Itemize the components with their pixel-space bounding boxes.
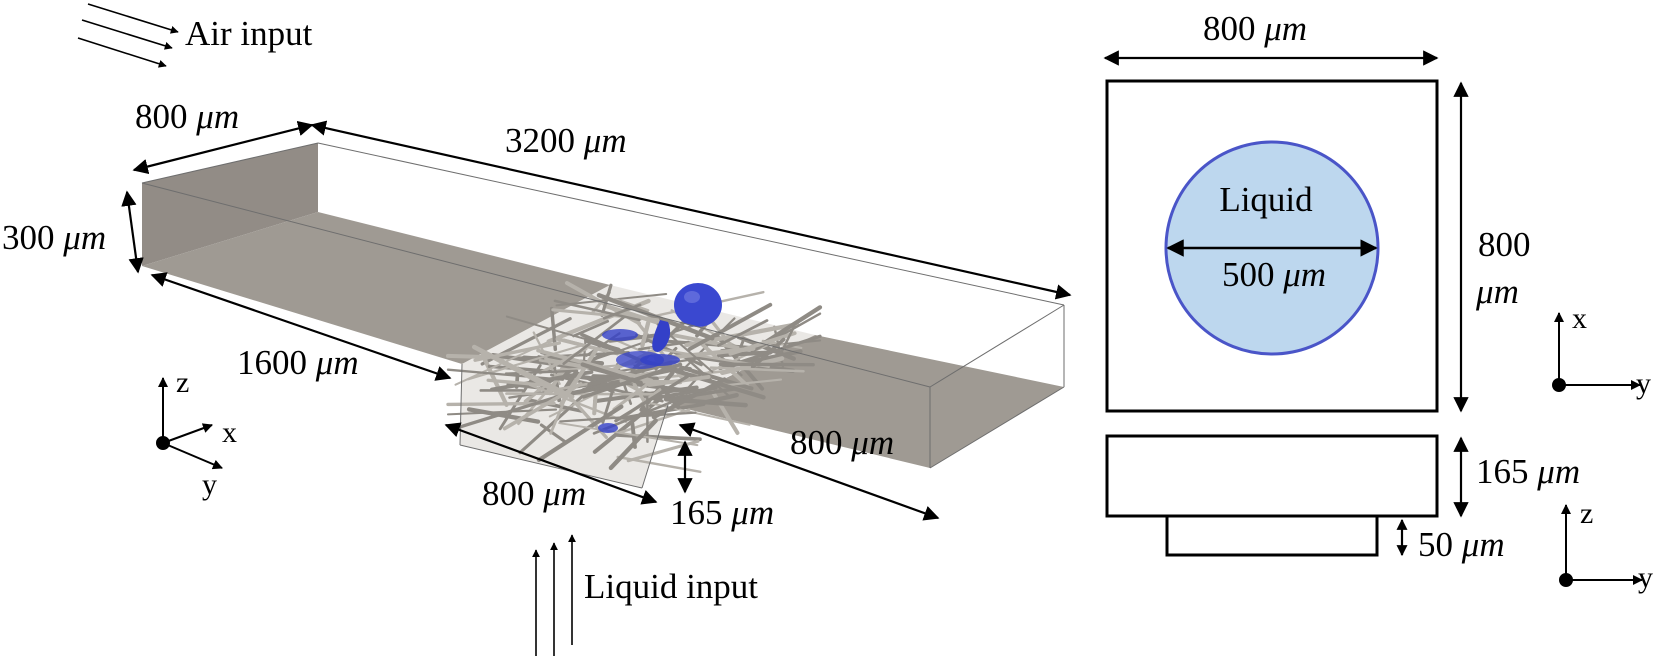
dim-diameter-label: 500 μm — [1222, 255, 1326, 294]
fiber — [750, 337, 786, 369]
fiber — [603, 303, 670, 328]
axis-triad-side — [1559, 504, 1643, 587]
dim-side-height-unit: μm — [1475, 272, 1519, 311]
fiber — [486, 378, 550, 388]
fiber — [551, 308, 660, 322]
fiber — [466, 407, 541, 424]
fiber — [446, 368, 565, 381]
fiber — [596, 293, 715, 341]
fiber — [559, 411, 697, 423]
dim-sample-height-label: 165 μm — [670, 493, 774, 532]
air-input-arrows — [77, 3, 179, 68]
axis-side-z-label: z — [1580, 497, 1593, 530]
dim-length-total-label: 3200 μm — [505, 121, 627, 160]
fiber — [748, 312, 822, 355]
top-view: Liquid 500 μm 800 μm 800 μm x y — [1103, 9, 1651, 413]
liquid-patch — [602, 329, 638, 341]
fiber — [562, 316, 625, 365]
liquid-input-arrows — [532, 534, 576, 656]
fiber — [471, 344, 569, 399]
fiber — [505, 392, 656, 396]
fiber — [640, 320, 651, 348]
fiber — [671, 386, 737, 401]
axis-x-label: x — [222, 416, 237, 449]
axis-triad-3d — [156, 377, 223, 470]
axis-top-x-label: x — [1572, 302, 1587, 335]
fiber — [572, 319, 610, 338]
dim-side-height-label: 800 — [1478, 225, 1531, 264]
fiber — [614, 297, 650, 312]
fiber — [651, 377, 727, 420]
dim-sample-width-label: 800 μm — [482, 474, 586, 513]
fiber — [709, 366, 805, 373]
fiber — [592, 389, 598, 416]
fiber — [721, 378, 783, 387]
air-input-label: Air input — [185, 14, 313, 53]
liquid-patch — [598, 423, 618, 433]
fiber — [553, 299, 641, 322]
axis-top-y-label: y — [1636, 367, 1651, 400]
dim-height-label: 300 μm — [2, 218, 106, 257]
fiber — [716, 319, 769, 347]
fiber — [736, 334, 796, 361]
dim-width-top-arrow — [132, 120, 314, 175]
side-view-inlet-rect — [1165, 514, 1379, 557]
side-view-sample-rect — [1105, 434, 1439, 518]
dim-length-total-arrow — [310, 120, 1072, 300]
dim-inlet-length-arrow — [150, 272, 452, 381]
liquid-input-label: Liquid input — [584, 567, 758, 606]
dim-top-width-label: 800 μm — [1203, 9, 1307, 48]
fiber — [716, 350, 773, 358]
fiber — [490, 353, 576, 370]
dim-channel-width-label: 800 μm — [790, 423, 894, 462]
fiber — [602, 303, 642, 320]
axis-triad-top — [1552, 312, 1641, 392]
fiber — [650, 386, 718, 401]
fiber — [779, 324, 796, 354]
axis-z-label: z — [176, 366, 189, 399]
circle-liquid-label: Liquid — [1219, 180, 1313, 219]
channel-3d-view: Air input 800 μm 3200 μm 300 μm 1600 μm … — [2, 3, 1072, 656]
dim-height-arrow — [121, 190, 144, 274]
fiber — [548, 392, 598, 418]
fiber — [536, 348, 654, 383]
dim-width-top-label: 800 μm — [135, 97, 239, 136]
fiber — [504, 369, 579, 375]
fiber — [538, 359, 586, 369]
fiber — [695, 392, 739, 407]
dim-sample-width-arrow — [444, 422, 658, 505]
dim-inlet-height-label: 50 μm — [1418, 525, 1505, 564]
fiber — [687, 302, 773, 352]
dim-side-sample-height-label: 165 μm — [1476, 452, 1580, 491]
fiber — [580, 362, 643, 385]
axis-side-y-label: y — [1638, 561, 1653, 594]
dim-inlet-length-label: 1600 μm — [237, 343, 359, 382]
dim-channel-width-arrow — [678, 422, 940, 521]
axis-y-label: y — [202, 468, 217, 501]
side-view: 165 μm 50 μm z y — [1105, 434, 1653, 594]
